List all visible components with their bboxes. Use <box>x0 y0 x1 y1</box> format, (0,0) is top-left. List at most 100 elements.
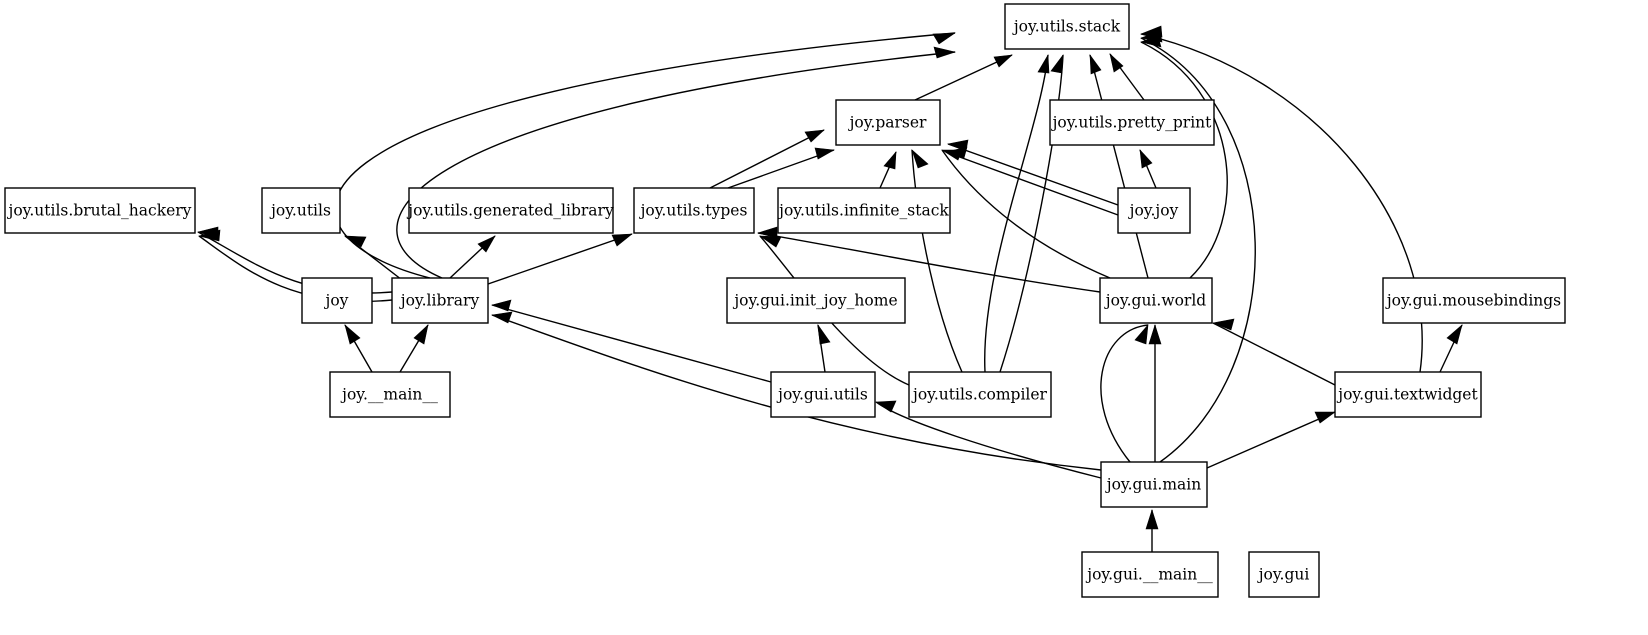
node-label: joy.utils.stack <box>1012 18 1121 36</box>
arrowhead-icon <box>344 324 361 345</box>
node-box[interactable] <box>1004 3 1130 50</box>
arrowhead-icon <box>1211 318 1235 331</box>
graph-edge <box>1148 324 1162 462</box>
node-box[interactable] <box>1049 99 1215 146</box>
graph-node[interactable]: joy.gui.textwidget <box>1334 371 1482 418</box>
node-box[interactable] <box>1100 461 1208 508</box>
node-label: joy.gui.init_joy_home <box>732 292 897 310</box>
graph-edge <box>1139 35 1228 279</box>
node-box[interactable] <box>1117 187 1191 234</box>
graph-node[interactable]: joy.utils.compiler <box>908 371 1052 418</box>
graph-node[interactable]: joy.utils.types <box>633 187 755 234</box>
graph-node[interactable]: joy.utils.pretty_print <box>1049 99 1215 146</box>
nodes-layer: joy.utils.stack joy.parser joy.utils.prett… <box>4 3 1566 598</box>
node-box[interactable] <box>1099 277 1213 324</box>
arrowhead-icon <box>491 311 513 324</box>
node-label: joy.gui.textwidget <box>1336 386 1478 404</box>
graph-node[interactable]: joy <box>301 277 373 324</box>
arrowhead-icon <box>804 129 825 143</box>
node-box[interactable] <box>261 187 341 234</box>
node-box[interactable] <box>391 277 489 324</box>
node-box[interactable] <box>1334 371 1482 418</box>
graph-edge <box>449 235 496 279</box>
graph-node[interactable]: joy.utils.infinite_stack <box>777 187 951 234</box>
node-label: joy.__main__ <box>340 386 438 404</box>
edge-line <box>914 54 1013 101</box>
edge-line <box>945 151 1119 216</box>
graph-edge <box>984 53 1050 373</box>
graph-edge <box>1206 411 1336 469</box>
graph-edge <box>940 149 1111 279</box>
edge-line <box>947 143 1119 206</box>
edge-line <box>1140 37 1256 463</box>
node-label: joy.parser <box>848 114 927 132</box>
edge-line <box>941 149 1111 279</box>
arrowhead-icon <box>197 229 221 242</box>
graph-node[interactable]: joy.gui.world <box>1099 277 1213 324</box>
edge-line <box>1140 41 1228 279</box>
edge-line <box>757 232 1101 293</box>
edge-line <box>727 149 835 189</box>
graph-edge <box>1439 324 1463 373</box>
arrowhead-icon <box>993 54 1013 68</box>
graph-edge <box>999 54 1064 373</box>
edge-line <box>491 304 772 383</box>
node-label: joy.joy <box>1128 202 1179 220</box>
node-box[interactable] <box>770 371 876 418</box>
arrowhead-icon <box>883 151 897 170</box>
arrowhead-icon <box>1148 324 1162 345</box>
node-box[interactable] <box>633 187 755 234</box>
arrowhead-icon <box>1446 324 1463 345</box>
graph-node[interactable]: joy.library <box>391 277 489 324</box>
graph-edge <box>1139 30 1256 463</box>
node-box[interactable] <box>329 371 451 418</box>
graph-node[interactable]: joy.utils.brutal_hackery <box>4 187 196 234</box>
graph-node[interactable]: joy.gui.__main__ <box>1081 551 1219 598</box>
graph-node[interactable]: joy.gui.init_joy_home <box>726 277 906 324</box>
node-box[interactable] <box>301 277 373 324</box>
graph-node[interactable]: joy.gui.utils <box>770 371 876 418</box>
node-label: joy.library <box>399 292 480 310</box>
node-box[interactable] <box>1382 277 1566 324</box>
arrowhead-icon <box>413 324 429 345</box>
node-box[interactable] <box>408 187 614 234</box>
arrowhead-icon <box>756 226 778 239</box>
node-box[interactable] <box>4 187 196 234</box>
node-label: joy.utils.brutal_hackery <box>7 202 192 220</box>
graph-node[interactable]: joy.gui <box>1248 551 1320 598</box>
node-label: joy <box>324 292 349 310</box>
edges-layer <box>196 25 1463 552</box>
node-label: joy.gui.mousebindings <box>1385 292 1561 310</box>
node-box[interactable] <box>777 187 951 234</box>
graph-edge <box>396 46 957 279</box>
node-label: joy.utils.generated_library <box>406 202 614 220</box>
node-label: joy.gui.utils <box>776 386 868 404</box>
graph-node[interactable]: joy.__main__ <box>329 371 451 418</box>
graph-edge <box>756 226 1101 293</box>
node-box[interactable] <box>726 277 906 324</box>
arrowhead-icon <box>1139 149 1153 169</box>
arrowhead-icon <box>491 299 512 312</box>
arrowhead-icon <box>611 233 633 247</box>
graph-node[interactable]: joy.parser <box>835 99 941 146</box>
edge-line <box>1206 411 1336 469</box>
graph-edge <box>491 299 772 383</box>
arrowhead-icon <box>477 235 496 253</box>
graph-node[interactable]: joy.utils.stack <box>1004 3 1130 50</box>
graph-edge <box>709 129 825 189</box>
graph-node[interactable]: joy.utils.generated_library <box>406 187 614 234</box>
arrowhead-icon <box>1050 54 1064 74</box>
node-box[interactable] <box>908 371 1052 418</box>
arrowhead-icon <box>343 235 367 248</box>
graph-node[interactable]: joy.gui.main <box>1100 461 1208 508</box>
node-box[interactable] <box>1248 551 1320 598</box>
node-box[interactable] <box>1081 551 1219 598</box>
graph-edge <box>487 233 633 285</box>
graph-node[interactable]: joy.gui.mousebindings <box>1382 277 1566 324</box>
graph-node[interactable]: joy.utils <box>261 187 341 234</box>
graph-edge <box>875 400 1102 479</box>
graph-node[interactable]: joy.joy <box>1117 187 1191 234</box>
node-box[interactable] <box>835 99 941 146</box>
node-label: joy.gui.main <box>1105 476 1201 494</box>
